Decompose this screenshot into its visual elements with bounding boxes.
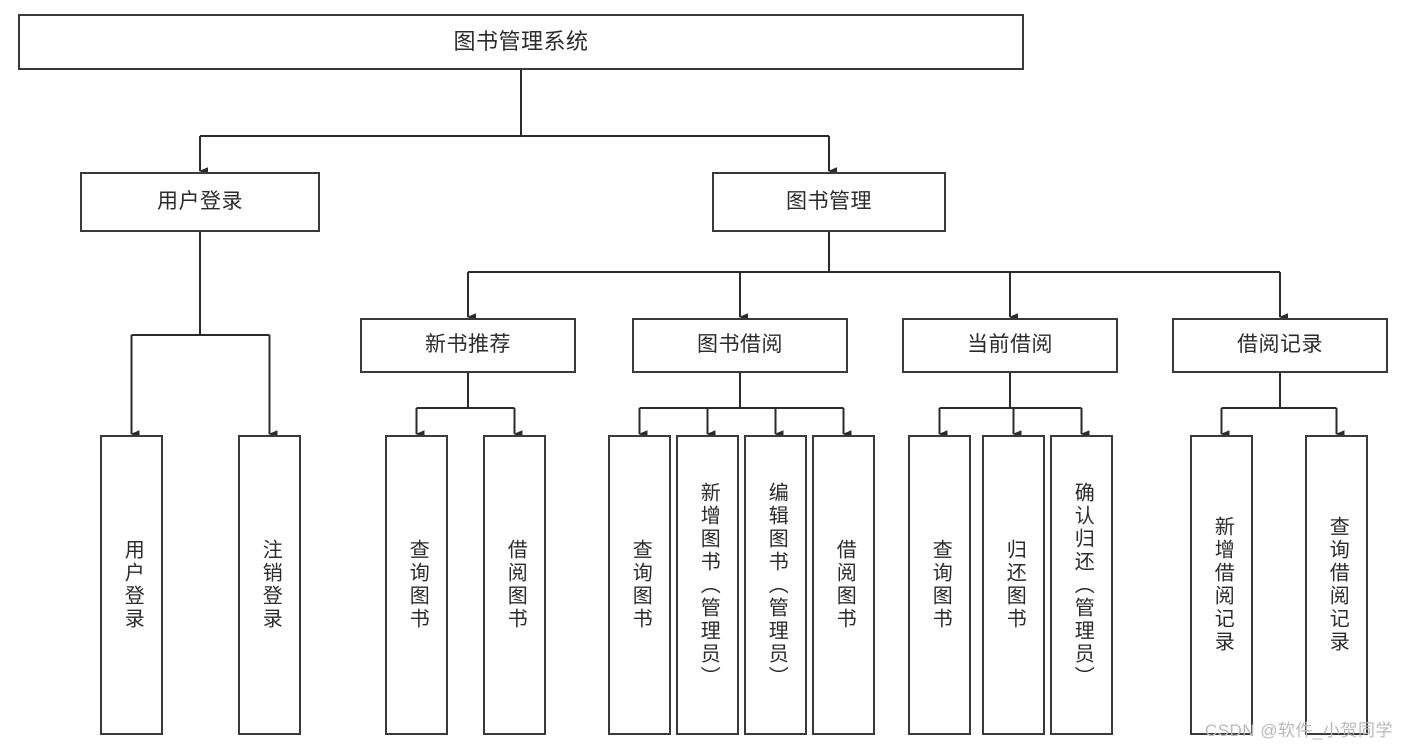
node-label-newbook: 新书推荐 — [425, 333, 511, 357]
node-box-l_edit[interactable]: 编辑图书（管理员） — [744, 435, 807, 735]
node-box-l_return[interactable]: 归还图书 — [982, 435, 1045, 735]
node-box-records[interactable]: 借阅记录 — [1172, 318, 1388, 373]
node-label-bookmgmt: 图书管理 — [786, 189, 872, 213]
node-box-l_confirm[interactable]: 确认归还（管理员） — [1050, 435, 1113, 735]
node-label-l_logout: 注销登录 — [259, 539, 282, 631]
node-box-l_q2[interactable]: 查询图书 — [608, 435, 671, 735]
node-box-bookmgmt[interactable]: 图书管理 — [712, 172, 946, 232]
node-label-borrow: 图书借阅 — [697, 333, 783, 357]
node-label-l_addrec: 新增借阅记录 — [1211, 516, 1234, 654]
node-box-l_q3[interactable]: 查询图书 — [908, 435, 971, 735]
watermark-text: CSDN @软件_小贺同学 — [1204, 721, 1393, 740]
node-label-current: 当前借阅 — [967, 333, 1053, 357]
node-label-l_b2: 借阅图书 — [833, 539, 856, 631]
node-label-l_b1: 借阅图书 — [504, 539, 527, 631]
node-box-borrow[interactable]: 图书借阅 — [632, 318, 848, 373]
node-label-l_q3: 查询图书 — [929, 539, 952, 631]
node-box-l_qrec[interactable]: 查询借阅记录 — [1305, 435, 1368, 735]
connector-lines — [130, 70, 1345, 438]
node-box-l_b1[interactable]: 借阅图书 — [483, 435, 546, 735]
node-label-root: 图书管理系统 — [453, 29, 589, 55]
node-box-l_add[interactable]: 新增图书（管理员） — [676, 435, 739, 735]
node-box-root[interactable]: 图书管理系统 — [18, 14, 1024, 70]
node-box-l_q1[interactable]: 查询图书 — [385, 435, 448, 735]
node-label-l_qrec: 查询借阅记录 — [1326, 516, 1349, 654]
node-label-l_confirm: 确认归还（管理员） — [1071, 481, 1094, 689]
node-label-l_q2: 查询图书 — [629, 539, 652, 631]
node-label-login: 用户登录 — [157, 189, 243, 213]
node-box-l_addrec[interactable]: 新增借阅记录 — [1190, 435, 1253, 735]
node-box-login[interactable]: 用户登录 — [80, 172, 320, 232]
node-label-l_login: 用户登录 — [121, 539, 144, 631]
node-box-newbook[interactable]: 新书推荐 — [360, 318, 576, 373]
node-box-current[interactable]: 当前借阅 — [902, 318, 1118, 373]
node-label-l_q1: 查询图书 — [406, 539, 429, 631]
node-box-l_login[interactable]: 用户登录 — [100, 435, 163, 735]
node-label-records: 借阅记录 — [1237, 333, 1323, 357]
node-box-l_logout[interactable]: 注销登录 — [238, 435, 301, 735]
node-label-l_edit: 编辑图书（管理员） — [765, 481, 788, 689]
node-label-l_return: 归还图书 — [1003, 539, 1026, 631]
node-box-l_b2[interactable]: 借阅图书 — [812, 435, 875, 735]
node-label-l_add: 新增图书（管理员） — [697, 481, 720, 689]
